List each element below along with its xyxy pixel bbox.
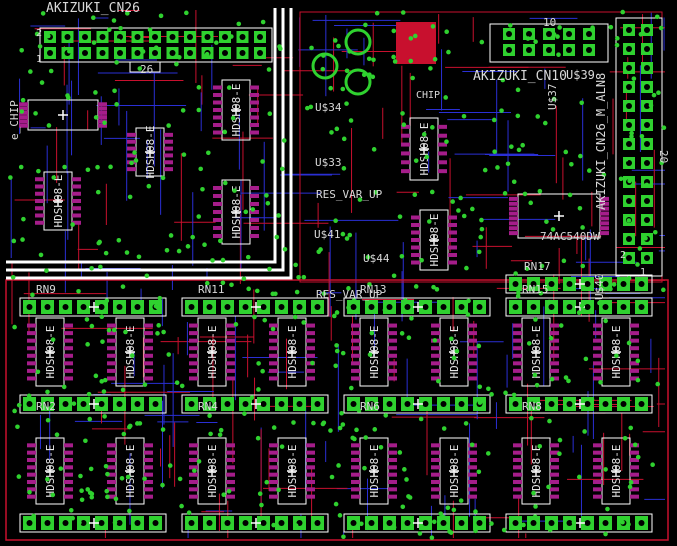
rn-top-1 xyxy=(181,297,329,317)
ic-bank-c-3: HDSH08-E xyxy=(513,437,559,505)
ic-bank-b-1-label: HDSH08-E xyxy=(286,326,299,379)
rn-label-rn13: RN13 xyxy=(360,283,387,296)
rn-top-2 xyxy=(343,297,491,317)
rn-label-rn11: RN11 xyxy=(198,283,225,296)
cn10-label: AKIZUKI_CN10 xyxy=(473,69,567,84)
ic-bank-d-0: HDSH08-E xyxy=(107,437,153,505)
ic-bank-a-1: HDSH08-E xyxy=(189,317,235,387)
ic-bank-b-2: HDSH08-E xyxy=(431,317,477,387)
ic-bank-c-2: HDSH08-E xyxy=(351,437,397,505)
rn-mid-2 xyxy=(343,394,491,414)
res-var-label: RES_VAR_UP xyxy=(316,188,383,201)
ic-bank-c-0: HDSH08-E xyxy=(27,437,73,505)
ic-74ac540: 74AC540DW xyxy=(540,230,600,243)
chip-u40: U$40 xyxy=(593,274,606,301)
ic-u-left-bot2: HDSH08-E xyxy=(35,171,81,231)
rn-label-rn6: RN6 xyxy=(360,400,380,413)
ic-top-left-horizontal xyxy=(19,99,107,131)
rn-mid-0 xyxy=(19,394,167,414)
chip-u41: U$41 xyxy=(314,228,341,241)
cn26-side-pin-1: 1 xyxy=(640,267,646,278)
ic-bank-a-2: HDSH08-E xyxy=(351,317,397,387)
cn26-side-pin-count: 20 xyxy=(657,150,670,163)
ic-bank-c-1: HDSH08-E xyxy=(189,437,235,505)
chip-u44: U$44 xyxy=(363,252,390,265)
ic-u-left-bot2-label: HDSH08-E xyxy=(52,175,65,228)
rn-label-rn9: RN9 xyxy=(36,283,56,296)
ic-bank-c-1-label: HDSH08-E xyxy=(206,445,219,498)
res-var-label-2: RES_VAR_UP xyxy=(316,288,383,301)
ic-bank-d-1-label: HDSH08-E xyxy=(286,445,299,498)
cn26-side-label: AKIZUKI_CN26_M_ALN8 xyxy=(594,73,608,210)
rn-top-0 xyxy=(19,297,167,317)
cn26-side-header xyxy=(615,17,663,277)
ic-bank-b-0-label: HDSH08-E xyxy=(124,326,137,379)
ic-bank-c-3-label: HDSH08-E xyxy=(530,445,543,498)
ic-bank-c-0-label: HDSH08-E xyxy=(44,445,57,498)
rn-label-rn15: RN15 xyxy=(522,283,549,296)
board-title: AKIZUKI_CN26 xyxy=(46,1,140,16)
ic-bank-d-3: HDSH08-E xyxy=(593,437,639,505)
ic-u-left-bot: HDSH08-E xyxy=(213,179,259,245)
ic-bank-b-3-label: HDSH08-E xyxy=(610,326,623,379)
ic-bank-d-2: HDSH08-E xyxy=(431,437,477,505)
cn26-side-pin-2: 2 xyxy=(620,250,626,261)
ic-mid-chip-label: HDSH08-E xyxy=(418,123,431,176)
label-layer: AKIZUKI_CN26 AKIZUKI_CN10 10 2 1 26 U$39… xyxy=(8,1,670,413)
rn-label-rn8: RN8 xyxy=(522,400,542,413)
board-outline xyxy=(5,8,669,541)
ic-bank-b-3: HDSH08-E xyxy=(593,317,639,387)
ic-74ac540-body xyxy=(509,193,609,239)
ic-bank-a-3-label: HDSH08-E xyxy=(530,326,543,379)
chip-label: CHIP xyxy=(416,90,440,101)
rn-bot-0 xyxy=(19,513,167,533)
ic-bank-d-1: HDSH08-E xyxy=(269,437,315,505)
cn26-pin-2: 2 xyxy=(36,28,42,39)
chip-rot-label: e_CHIP xyxy=(8,100,21,140)
rn-label-rn4: RN4 xyxy=(198,400,218,413)
ic-bank-d-0-label: HDSH08-E xyxy=(124,445,137,498)
rn-mid-1 xyxy=(181,394,329,414)
rn-bot-3 xyxy=(505,513,653,533)
ic-bank-c-2-label: HDSH08-E xyxy=(368,445,381,498)
rn-label-rn2: RN2 xyxy=(36,400,56,413)
cn10-header xyxy=(489,23,609,63)
rn-label-rn17: RN17 xyxy=(524,260,551,273)
ic-bank-a-1-label: HDSH08-E xyxy=(206,326,219,379)
ic-bank-a-2-label: HDSH08-E xyxy=(368,326,381,379)
rn-bot-1 xyxy=(181,513,329,533)
chip-u33: U$33 xyxy=(315,156,342,169)
rn-top-3 xyxy=(505,297,653,317)
ic-u-left-top2-label: HDSH08-E xyxy=(230,84,243,137)
hole-3 xyxy=(344,68,372,96)
chip-u39: U$39 xyxy=(566,68,595,82)
rn-mid-3 xyxy=(505,394,653,414)
regulator xyxy=(396,22,436,64)
ic-u-left-mid: HDSH08-E xyxy=(127,126,173,179)
ic-mid-chip: HDSH08-E xyxy=(401,117,447,181)
cn26-pin-1: 1 xyxy=(36,54,42,65)
ic-u-left-bot-label: HDSH08-E xyxy=(230,186,243,239)
cn26-pin-26: 26 xyxy=(140,63,153,76)
ic-mid-chip2-label: HDSH08-E xyxy=(428,214,441,267)
ic-u-left-top2: HDSH08-E xyxy=(213,79,259,141)
rn-17 xyxy=(505,274,653,294)
ic-u-left-mid-label: HDSH08-E xyxy=(144,126,157,179)
chip-u34: U$34 xyxy=(315,101,342,114)
ic-bank-d-2-label: HDSH08-E xyxy=(448,445,461,498)
ic-bank-b-0: HDSH08-E xyxy=(107,317,153,387)
rn-bot-2 xyxy=(343,513,491,533)
parts-layer: HDSH08-E HDSH08-E HDSH08-E HDSH08-E HDSH08-E… xyxy=(19,17,663,533)
ic-bank-b-1: HDSH08-E xyxy=(269,317,315,387)
ic-bank-a-0-label: HDSH08-E xyxy=(44,326,57,379)
via-layer xyxy=(8,9,667,541)
cn10-pin-count: 10 xyxy=(543,16,556,29)
chip-u37: U$37 xyxy=(546,84,559,111)
ic-bank-d-3-label: HDSH08-E xyxy=(610,445,623,498)
hole-2 xyxy=(344,28,372,56)
ic-mid-chip2: HDSH08-E xyxy=(411,209,457,271)
